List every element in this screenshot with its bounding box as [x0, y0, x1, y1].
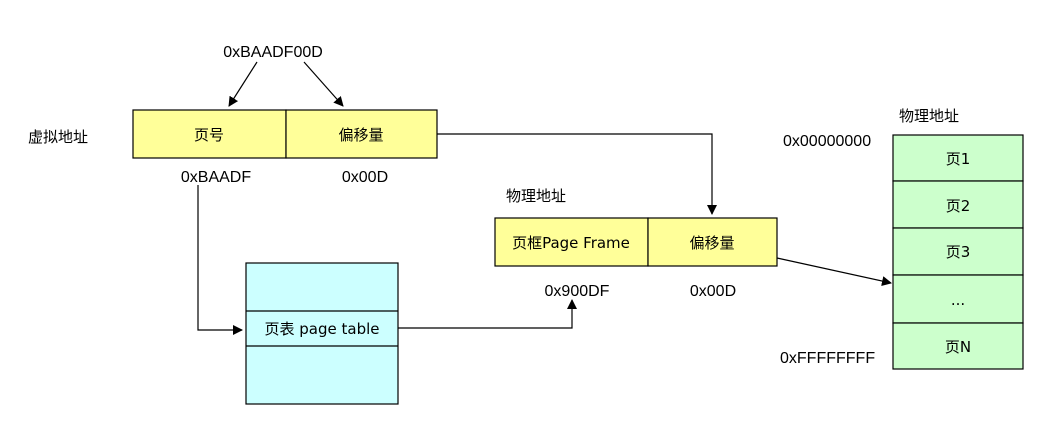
virtual-offset-value: 0x00D: [342, 169, 388, 186]
memory-end-address: 0xFFFFFFFF: [780, 350, 875, 367]
memory-start-address: 0x00000000: [783, 133, 871, 150]
physical-frame-value: 0x900DF: [545, 283, 610, 300]
physical-frame-label: 页框Page Frame: [512, 234, 630, 252]
physical-frame-field: [494, 217, 649, 267]
physical-memory-pages: 页1 页2 页3 ... 页N: [892, 134, 1024, 370]
physical-address-label: 物理地址: [506, 187, 566, 205]
virtual-offset-field: [285, 109, 438, 159]
virtual-offset-label: 偏移量: [338, 126, 383, 144]
physical-offset-field: [647, 217, 778, 267]
virtual-page-number-field: [132, 109, 287, 159]
physical-memory-label: 物理地址: [899, 107, 959, 125]
page-table: [245, 262, 399, 405]
memory-page-n-label: 页N: [945, 338, 971, 356]
memory-page-2-label: 页2: [946, 197, 971, 215]
physical-offset-value: 0x00D: [690, 283, 736, 300]
address-to-memory-arrow: [776, 257, 892, 286]
memory-page-1-label: 页1: [946, 150, 971, 168]
hex-to-offset-arrow: [303, 61, 344, 107]
virtual-address-label: 虚拟地址: [28, 128, 88, 146]
hex-to-page-arrow: [228, 61, 258, 107]
memory-page-1: [892, 134, 1024, 182]
virtual-page-value: 0xBAADF: [181, 169, 251, 186]
offset-copy-arrow: [437, 133, 717, 215]
virtual-page-number-label: 页号: [194, 126, 224, 144]
virtual-address-hex: 0xBAADF00D: [223, 44, 323, 61]
page-number-to-table-arrow: [197, 185, 243, 335]
memory-page-n: [892, 322, 1024, 370]
physical-offset-label: 偏移量: [689, 234, 734, 252]
memory-page-2: [892, 180, 1024, 229]
table-to-frame-arrow: [398, 299, 577, 329]
memory-page-ellipsis-label: ...: [951, 291, 965, 309]
memory-page-3-label: 页3: [946, 243, 971, 261]
page-table-entry-label: 页表 page table: [265, 320, 380, 338]
